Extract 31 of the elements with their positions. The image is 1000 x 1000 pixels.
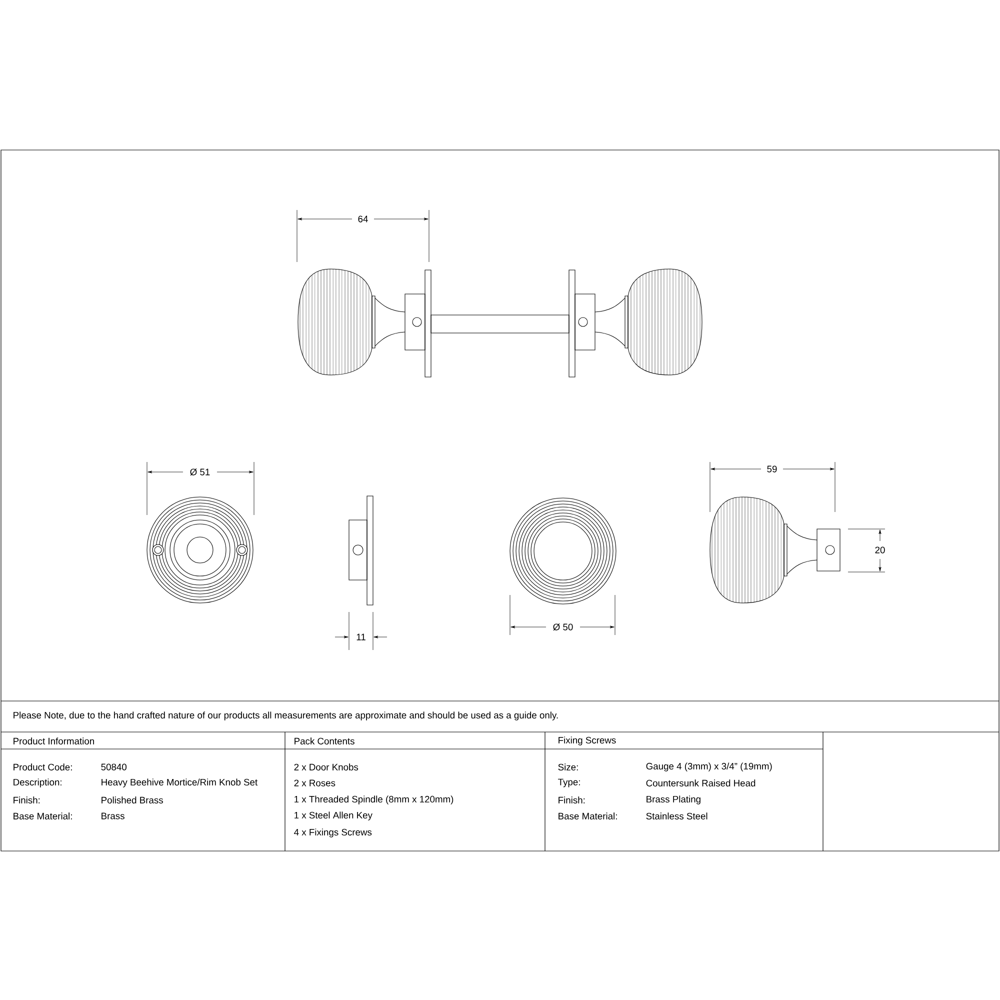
table-cell: 2 x Door Knobs	[294, 764, 358, 770]
table-cell: Finish:	[14, 796, 40, 804]
dimension-label: 64	[358, 216, 368, 222]
dimension-label: 20	[875, 546, 885, 554]
table-cell: Countersunk Raised Head	[646, 780, 756, 786]
table-cell: 2 x Roses	[294, 780, 336, 786]
table-cell: 50840	[101, 764, 127, 770]
table-header: Product Information	[14, 738, 94, 744]
table-cell: Type:	[558, 778, 580, 788]
dimension-label: Ø 50	[553, 624, 573, 630]
dimension-label: 11	[356, 634, 366, 640]
table-cell: 4 x Fixings Screws	[294, 828, 372, 838]
table-cell: Polished Brass	[102, 796, 163, 804]
table-cell: Gauge 4 (3mm) x 3/4” (19mm)	[646, 762, 772, 772]
table-cell: Base Material:	[558, 812, 617, 820]
table-cell: Brass	[102, 812, 124, 820]
dimension-label: 59	[767, 466, 777, 472]
table-header: Fixing Screws	[558, 736, 616, 746]
note-text: Please Note, due to the hand crafted nature of our products all measurements are approximate and should be used as a guide only.	[14, 712, 558, 720]
table-cell: Heavy Beehive Mortice/Rim Knob Set	[102, 778, 258, 788]
table-cell: Description:	[14, 778, 62, 788]
table-cell: Stainless Steel	[646, 812, 708, 820]
table-cell: 1 x Threaded Spindle (8mm x 120mm)	[294, 796, 454, 804]
table-cell: Base Material:	[14, 812, 72, 820]
dimension-label: Ø 51	[190, 468, 210, 476]
table-cell: Finish:	[558, 796, 585, 804]
table-cell: Size:	[558, 764, 578, 770]
table-cell: 1 x Steel Allen Key	[294, 812, 372, 820]
table-header: Pack Contents	[294, 738, 354, 744]
table-cell: Product Code:	[14, 764, 72, 770]
table-cell: Brass Plating	[646, 796, 700, 804]
